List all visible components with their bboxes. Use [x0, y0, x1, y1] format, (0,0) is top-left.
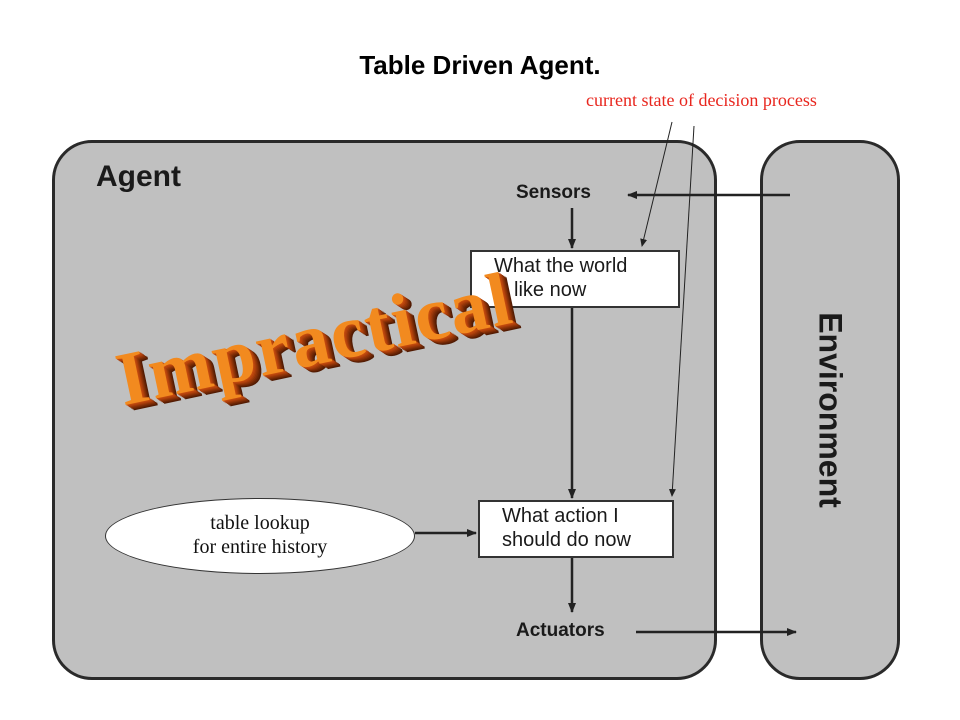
world-state-box: What the world is like now	[470, 250, 680, 308]
lookup-line-2: for entire history	[192, 536, 328, 558]
annotation-to-action-arrow	[668, 125, 695, 497]
agent-label: Agent	[96, 160, 181, 193]
lookup-line-1: table lookup	[210, 512, 310, 534]
world-state-line-2: is like now	[494, 279, 587, 301]
action-line-1: What action I	[502, 505, 619, 527]
annotation-to-world-arrow	[640, 121, 673, 247]
action-line-2: should do now	[502, 529, 631, 551]
world-state-line-1: What the world	[494, 255, 628, 277]
actuators-label: Actuators	[516, 620, 605, 641]
page-title: Table Driven Agent.	[359, 50, 601, 80]
environment-panel	[760, 140, 900, 680]
table-lookup-ellipse: table lookup for entire history	[105, 498, 415, 574]
annotation-label: current state of decision process	[586, 90, 817, 110]
action-box: What action I should do now	[478, 500, 674, 558]
agent-panel	[52, 140, 717, 680]
sensors-label: Sensors	[516, 182, 591, 203]
